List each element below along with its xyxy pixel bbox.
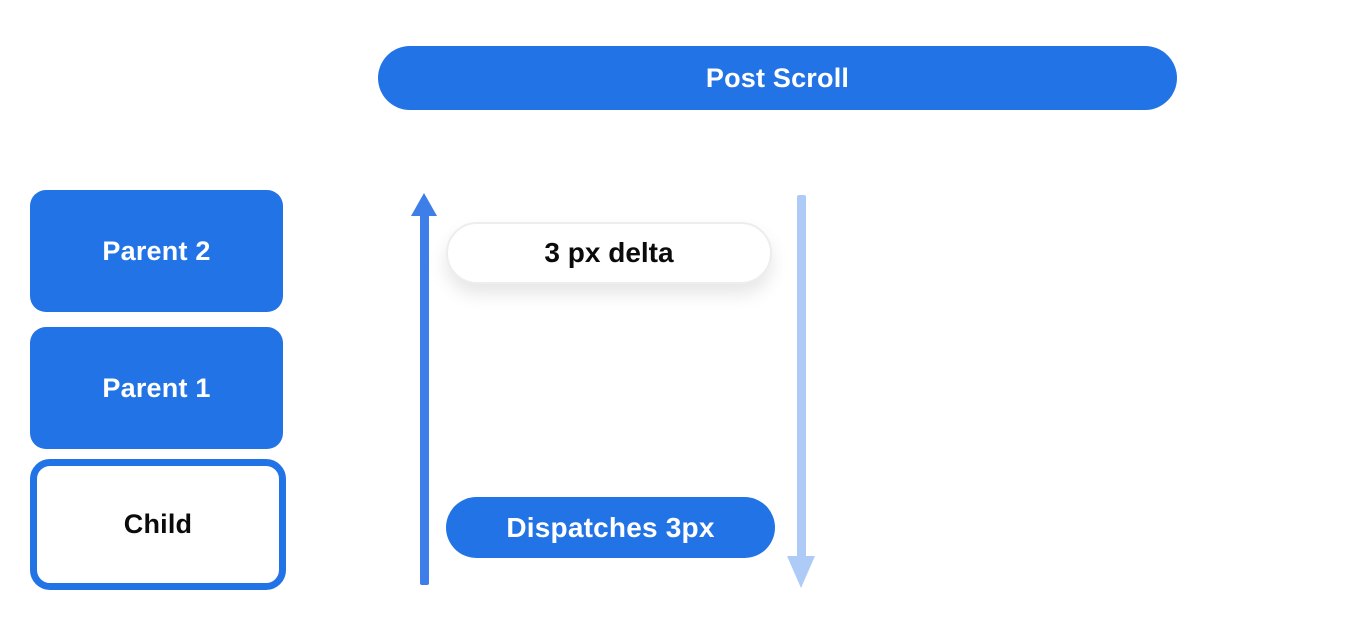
post-scroll-banner: Post Scroll (378, 46, 1177, 110)
delta-pill: 3 px delta (446, 222, 772, 284)
downward-arrow-head-icon (787, 556, 815, 588)
child-box: Child (30, 459, 286, 590)
child-label: Child (123, 509, 193, 539)
dispatches-pill: Dispatches 3px (446, 497, 775, 558)
post-scroll-label: Post Scroll (705, 62, 850, 93)
parent-2-box: Parent 2 (30, 190, 283, 312)
parent-2-label: Parent 2 (102, 235, 211, 266)
delta-pill-label: 3 px delta (544, 237, 674, 268)
upward-arrow-shaft (420, 212, 429, 585)
dispatches-pill-label: Dispatches 3px (506, 511, 715, 543)
downward-arrow-shaft (797, 195, 806, 558)
upward-arrow-head-icon (411, 193, 437, 216)
parent-1-label: Parent 1 (102, 372, 211, 403)
parent-1-box: Parent 1 (30, 327, 283, 449)
